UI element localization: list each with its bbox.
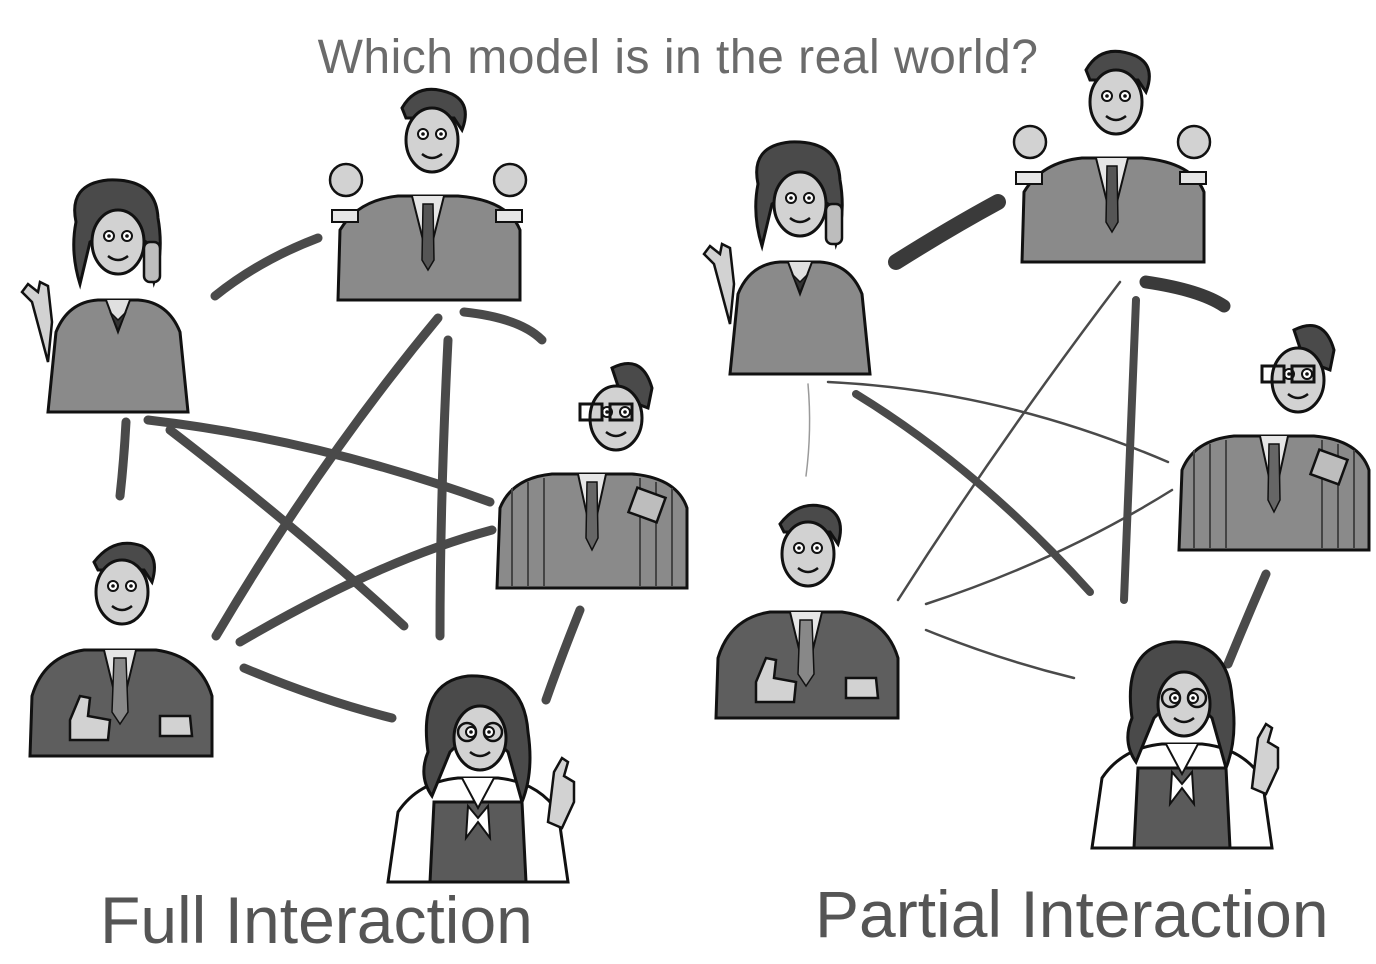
- man-thumbs-up-icon: [716, 505, 898, 718]
- edge-p-woman-phone-man-glasses: [826, 380, 1170, 464]
- edge-p-man-fists-woman-pointing: [1120, 296, 1140, 604]
- edge-p-man-fists-man-thumbs: [896, 280, 1122, 602]
- partial-interaction-figures: [704, 51, 1369, 848]
- partial-interaction-label: Partial Interaction: [815, 877, 1329, 951]
- woman-on-phone-icon: [22, 180, 188, 412]
- edge-woman-phone-woman-pointing: [165, 425, 409, 631]
- edge-man-thumbs-woman-pointing: [239, 663, 397, 723]
- edge-p-woman-phone-woman-pointing: [852, 390, 1094, 596]
- edge-man-fists-man-glasses: [459, 307, 547, 345]
- edge-man-fists-woman-pointing: [435, 335, 453, 641]
- man-with-glasses-icon: [497, 364, 687, 589]
- man-cheering-icon: [330, 89, 526, 300]
- woman-pointing-icon: [388, 676, 574, 882]
- edge-man-thumbs-man-glasses: [235, 525, 497, 647]
- man-with-glasses-icon: [1179, 326, 1369, 551]
- edge-woman-phone-man-thumbs: [115, 417, 131, 501]
- edge-man-fists-man-thumbs: [211, 313, 443, 641]
- edge-p-man-thumbs-woman-pointing: [924, 628, 1076, 680]
- diagram-title: Which model is in the real world?: [0, 30, 1376, 85]
- edge-p-woman-phone-man-fists: [888, 194, 1006, 270]
- full-interaction-label: Full Interaction: [100, 883, 533, 957]
- man-thumbs-up-icon: [30, 543, 212, 756]
- full-interaction-edges: [115, 233, 585, 723]
- woman-pointing-icon: [1092, 642, 1278, 848]
- edge-man-glasses-woman-pointing: [541, 605, 585, 705]
- diagram-title-text: Which model is in the real world?: [317, 31, 1039, 84]
- edge-woman-phone-man-fists: [210, 233, 323, 301]
- edge-p-man-glasses-woman-pointing: [1223, 569, 1271, 669]
- edge-p-man-thumbs-man-glasses: [924, 488, 1174, 606]
- edge-p-man-fists-man-glasses: [1139, 275, 1231, 313]
- edge-p-woman-phone-man-thumbs: [805, 383, 811, 477]
- woman-on-phone-icon: [704, 142, 870, 374]
- partial-interaction-edges: [805, 194, 1271, 680]
